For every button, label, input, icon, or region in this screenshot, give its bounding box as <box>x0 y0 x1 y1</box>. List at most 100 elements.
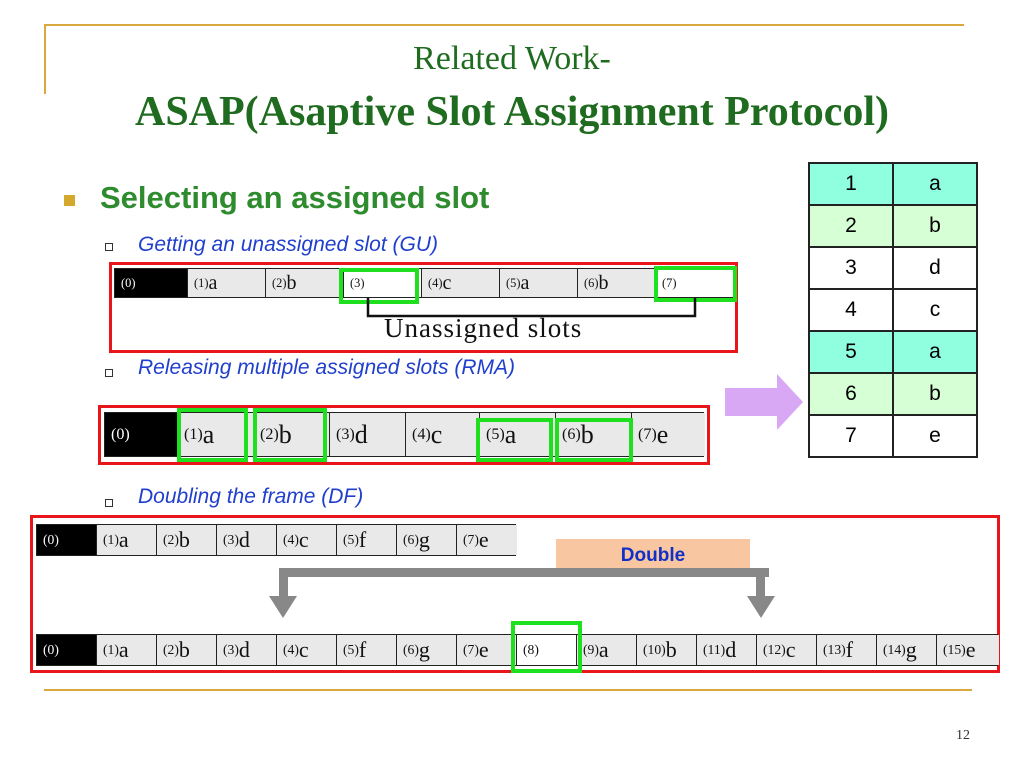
slot-number: (11) <box>703 642 726 657</box>
slot-number: (12) <box>763 642 786 657</box>
slot-value: b <box>178 527 190 552</box>
sub-bullet-icon <box>105 369 113 377</box>
slot-cell: (0) <box>115 269 188 297</box>
slot-value: f <box>358 527 367 552</box>
slot-number: (0) <box>43 642 59 657</box>
slot-number: (6) <box>584 275 599 290</box>
slot-cell: (8) <box>517 635 577 665</box>
slot-value: g <box>905 637 917 662</box>
slot-number: (9) <box>583 642 599 657</box>
slot-number: (14) <box>883 642 906 657</box>
slot-number: (2) <box>163 642 179 657</box>
slot-number: (6) <box>403 532 419 547</box>
slot-number: (7) <box>463 532 479 547</box>
node-cell: a <box>892 330 978 374</box>
node-cell: b <box>892 204 978 248</box>
slot-cell: (7)e <box>457 525 517 555</box>
unassigned-slots-label: Unassigned slots <box>384 313 583 343</box>
slot-value: a <box>118 527 129 552</box>
node-cell: c <box>892 288 978 332</box>
slot-number: (3) <box>223 642 239 657</box>
df-highlight-slot-8 <box>511 621 582 673</box>
slot-number: (1) <box>103 532 119 547</box>
node-cell: b <box>892 372 978 416</box>
slide-title-line2: ASAP(Asaptive Slot Assignment Protocol) <box>134 89 890 135</box>
slot-number: (3) <box>350 275 365 290</box>
slot-cell: (4)c <box>277 525 337 555</box>
slot-cell: (0) <box>105 413 178 456</box>
slot-value: g <box>418 527 430 552</box>
slot-cell: (1)a <box>97 635 157 665</box>
slot-cell: (11)d <box>697 635 757 665</box>
rma-frame-box <box>98 405 710 465</box>
slot-cell: (3) <box>344 269 422 297</box>
slot-cell: (13)f <box>817 635 877 665</box>
slot-cell: (3)d <box>217 525 277 555</box>
node-cell: e <box>892 414 978 458</box>
slot-cell: (4)c <box>406 413 480 456</box>
gu-highlight-slot-3 <box>339 268 419 304</box>
slot-number-cell: 7 <box>808 414 894 458</box>
slot-number: (1) <box>184 425 203 443</box>
slot-number: (1) <box>103 642 119 657</box>
unassigned-bracket <box>366 298 697 318</box>
slot-number: (0) <box>121 275 136 290</box>
slot-cell: (3)d <box>217 635 277 665</box>
slot-cell: (5)f <box>337 525 397 555</box>
slot-value: a <box>520 271 530 294</box>
slot-value: c <box>298 637 309 662</box>
slot-value: a <box>208 271 218 294</box>
node-cell: d <box>892 246 978 290</box>
slot-cell: (1)a <box>97 525 157 555</box>
slot-number: (2) <box>260 425 279 443</box>
slot-number: (5) <box>343 532 359 547</box>
slot-cell: (10)b <box>637 635 697 665</box>
slot-number: (3) <box>336 425 355 443</box>
slot-value: b <box>286 271 297 294</box>
slot-value: c <box>442 271 452 294</box>
df-original-slot-row: (0)(1)a(2)b(3)d(4)c(5)f(6)g(7)e <box>36 524 517 556</box>
slot-cell: (0) <box>37 525 97 555</box>
slot-value: f <box>845 637 854 662</box>
slot-number: (5) <box>486 425 505 443</box>
slot-cell: (5)a <box>500 269 578 297</box>
slot-number: (0) <box>43 532 59 547</box>
slot-value: a <box>598 637 609 662</box>
double-badge: Double <box>556 539 750 573</box>
slot-number-cell: 4 <box>808 288 894 332</box>
slot-number: (4) <box>428 275 443 290</box>
slot-number-cell: 2 <box>808 204 894 248</box>
rma-highlight-slot-5 <box>476 418 553 462</box>
slot-number: (15) <box>943 642 966 657</box>
slot-number: (13) <box>823 642 846 657</box>
slot-number: (4) <box>283 532 299 547</box>
slot-number: (7) <box>638 425 657 443</box>
right-arrow-icon <box>725 374 803 430</box>
df-label: Doubling the frame (DF) <box>138 485 364 508</box>
slot-cell: (7) <box>656 269 735 297</box>
rma-highlight-slot-1 <box>177 408 248 462</box>
slot-number: (10) <box>643 642 666 657</box>
slot-cell: (3)d <box>330 413 406 456</box>
slot-number: (6) <box>562 425 581 443</box>
slot-cell: (6)g <box>397 635 457 665</box>
slot-cell: (15)e <box>937 635 999 665</box>
slot-cell: (9)a <box>577 635 637 665</box>
slot-value: e <box>656 419 669 449</box>
slot-value: b <box>278 419 292 449</box>
df-doubled-slot-row: (0)(1)a(2)b(3)d(4)c(5)f(6)g(7)e(8)(9)a(1… <box>36 634 999 666</box>
slot-value: a <box>202 419 215 449</box>
slot-number: (6) <box>403 642 419 657</box>
slot-number: (4) <box>412 425 431 443</box>
slot-value: b <box>598 271 609 294</box>
sub-bullet-icon <box>105 499 113 507</box>
slot-number: (0) <box>111 425 130 443</box>
slot-cell: (1)a <box>188 269 266 297</box>
slot-value: c <box>430 419 443 449</box>
slot-value: e <box>478 527 489 552</box>
